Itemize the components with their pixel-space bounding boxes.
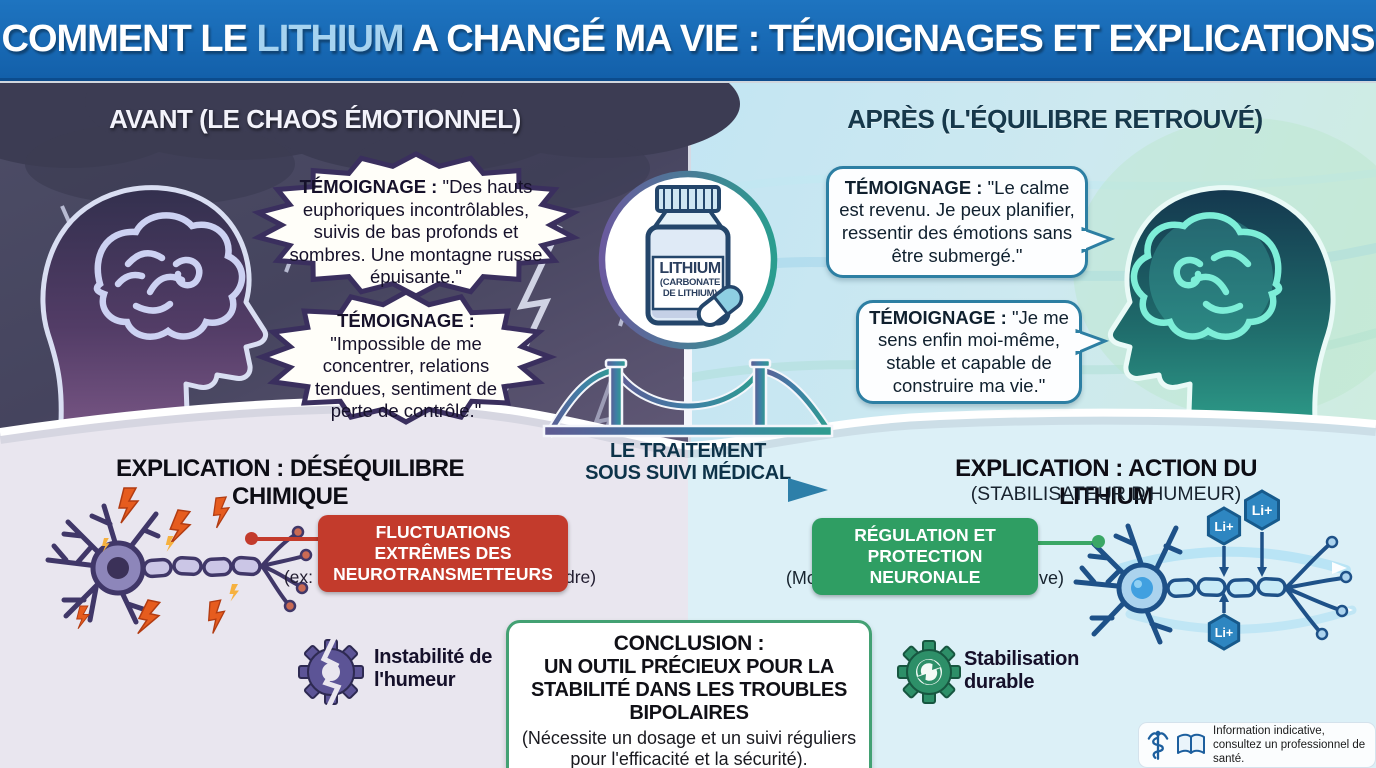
- bottle-label: LITHIUM (CARBONATE DE LITHIUM): [650, 260, 730, 300]
- li-ion-label: Li+: [1214, 519, 1234, 534]
- storm-art: [0, 44, 740, 529]
- bottle-name: LITHIUM: [659, 260, 721, 277]
- treatment-arrow: [556, 478, 828, 502]
- chaotic-brain-icon: [93, 212, 246, 340]
- bridge-deck: [542, 424, 834, 438]
- conclusion-title: CONCLUSION :: [613, 632, 765, 655]
- before-explanation-title: EXPLICATION : DÉSÉQUILIBRE CHIMIQUE: [116, 455, 464, 510]
- green-connector-line: [1038, 541, 1096, 545]
- bubble-4-tail: [1075, 328, 1110, 356]
- title-highlight: LITHIUM: [256, 17, 404, 60]
- title-banner: COMMENT LE LITHIUM A CHANGÉ MA VIE : TÉM…: [0, 0, 1376, 78]
- treatment-label: LE TRAITEMENT SOUS SUIVI MÉDICAL: [556, 440, 820, 485]
- myelin-segments: [1166, 576, 1287, 599]
- testimonial-burst-bubble-2: [254, 289, 558, 425]
- title-prefix: COMMENT LE: [1, 17, 257, 60]
- disclaimer-text: Information indicative, consultez un pro…: [1213, 724, 1366, 766]
- conclusion-box: CONCLUSION : UN OUTIL PRÉCIEUX POUR LA S…: [506, 620, 872, 768]
- stability-gear-icon: [897, 640, 961, 704]
- after-explanation-title: EXPLICATION : ACTION DU LITHIUM: [955, 455, 1257, 510]
- green-tag-box: RÉGULATION ET PROTECTION NEURONALE: [812, 518, 1038, 595]
- lithium-ions: Li+ Li+ Li+: [1206, 489, 1280, 651]
- lithium-bottle-icon: [645, 185, 744, 328]
- after-icon-label: Stabilisation durable: [964, 648, 1080, 693]
- testimonial-2-label: TÉMOIGNAGE :: [337, 310, 475, 331]
- testimonial-3-quote: "Le calme est revenu. Je peux planifier,…: [839, 176, 1075, 266]
- before-section-header: AVANT (LE CHAOS ÉMOTIONNEL): [109, 104, 521, 134]
- after-explanation-subtitle: (STABILISATEUR D'HUMEUR): [970, 483, 1242, 505]
- ion-arrows: [1219, 532, 1267, 613]
- conclusion-note: (Nécessite un dosage et un suivi régulie…: [521, 727, 857, 768]
- capsule-icon: [696, 284, 744, 328]
- green-connector-dot: [1092, 535, 1105, 548]
- chaotic-neuron-illustration: [45, 487, 313, 638]
- red-tag-box: FLUCTUATIONS EXTRÊMES DES NEUROTRANSMETT…: [318, 515, 568, 592]
- conclusion-body: UN OUTIL PRÉCIEUX POUR LA STABILITÉ DANS…: [531, 656, 847, 725]
- before-head-illustration: [40, 185, 269, 443]
- testimonial-4-quote: "Je me sens enfin moi-même, stable et ca…: [878, 306, 1069, 396]
- disclaimer-box: Information indicative, consultez un pro…: [1138, 722, 1376, 768]
- testimonial-1-quote: "Des hauts euphoriques incontrôlables, s…: [289, 176, 543, 288]
- treatment-line-1: LE TRAITEMENT: [609, 440, 767, 462]
- bottle-sub-1: (CARBONATE: [659, 277, 721, 288]
- red-connector-line: [252, 537, 320, 541]
- li-ion-label: Li+: [1215, 626, 1233, 640]
- testimonial-bubble-3: TÉMOIGNAGE : "Le calme est revenu. Je pe…: [826, 166, 1088, 278]
- after-section-header: APRÈS (L'ÉQUILIBRE RETROUVÉ): [847, 104, 1263, 134]
- caduceus-icon: [1147, 730, 1169, 760]
- title-suffix: A CHANGÉ MA VIE : TÉMOIGNAGES ET EXPLICA…: [403, 17, 1376, 60]
- treatment-line-2: SOUS SUIVI MÉDICAL: [585, 462, 791, 485]
- testimonial-3-text: TÉMOIGNAGE : "Le calme est revenu. Je pe…: [839, 177, 1075, 267]
- calm-neuron-illustration: Li+ Li+ Li+: [1073, 489, 1357, 651]
- calm-brain-icon: [1130, 212, 1283, 340]
- page-title: COMMENT LE LITHIUM A CHANGÉ MA VIE : TÉM…: [1, 17, 1376, 61]
- testimonial-3-label: TÉMOIGNAGE :: [844, 176, 983, 198]
- testimonial-4-text: TÉMOIGNAGE : "Je me sens enfin moi-même,…: [869, 307, 1069, 397]
- axon-terminals: [1284, 542, 1346, 634]
- broken-gear-icon: [298, 636, 364, 708]
- bottle-sub-2: DE LITHIUM): [662, 287, 718, 299]
- bridge-towers: [604, 358, 772, 430]
- lithium-bottle-badge: [598, 170, 778, 350]
- red-connector-dot: [245, 532, 258, 545]
- signal-swooshes: [1117, 546, 1357, 634]
- myelin-segments: [142, 555, 262, 579]
- bubble-3-tail: [1081, 226, 1116, 254]
- testimonial-2-quote: "Impossible de me concentrer, relations …: [314, 332, 498, 422]
- li-ion-label: Li+: [1252, 502, 1273, 518]
- testimonial-4-label: TÉMOIGNAGE :: [869, 306, 1007, 328]
- testimonial-bubble-4: TÉMOIGNAGE : "Je me sens enfin moi-même,…: [856, 300, 1082, 404]
- testimonial-2-text: TÉMOIGNAGE : "Impossible de me concentre…: [298, 310, 514, 423]
- after-head-illustration: [1107, 185, 1336, 443]
- before-icon-label: Instabilité de l'humeur: [374, 646, 493, 691]
- bridge-illustration: [542, 344, 834, 439]
- testimonial-1-label: TÉMOIGNAGE :: [299, 176, 438, 197]
- book-icon: [1177, 733, 1205, 754]
- testimonial-1-text: TÉMOIGNAGE : "Des hauts euphoriques inco…: [288, 176, 544, 289]
